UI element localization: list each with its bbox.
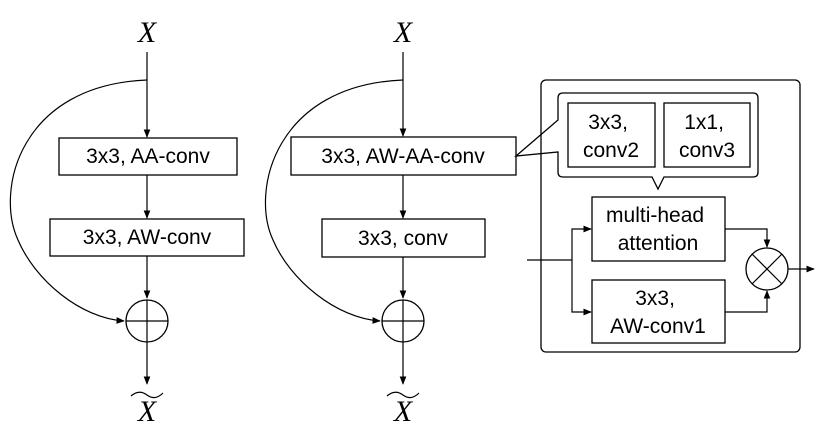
detail-conv2-line2: conv2: [583, 139, 639, 162]
detail-conv3-box: [663, 102, 751, 168]
middle-conv-box: [321, 218, 486, 258]
aw-aa-conv-detail-panel: 3x3, conv2 1x1, conv3 multi-head attenti…: [514, 79, 815, 353]
detail-attention-line1: multi-head: [606, 204, 704, 227]
detail-attention-box: [591, 196, 726, 262]
left-skip-connection: [9, 79, 148, 324]
detail-conv2-label: 3x3, conv2: [583, 111, 639, 162]
detail-branch-to-aw-conv1: [571, 260, 592, 316]
detail-callout-bubble: [514, 92, 759, 191]
left-aa-conv-box: [58, 137, 238, 176]
detail-conv3-line2: conv3: [679, 139, 735, 162]
middle-input-x: X: [393, 16, 414, 49]
detail-attention-label: multi-head attention: [606, 204, 710, 255]
left-output-x-tilde: X: [137, 395, 158, 428]
middle-aw-aa-conv-label: 3x3, AW-AA-conv: [321, 145, 485, 168]
middle-residual-block: X 3x3, AW-AA-conv 3x3, conv X: [264, 16, 517, 428]
middle-conv-label: 3x3, conv: [358, 227, 448, 250]
left-aa-conv-label: 3x3, AA-conv: [86, 145, 210, 168]
detail-conv2-line1: 3x3,: [588, 111, 628, 134]
detail-conv3-label: 1x1, conv3: [679, 111, 735, 162]
middle-add-icon: [381, 299, 425, 343]
left-input-x: X: [137, 16, 158, 49]
detail-aw-conv1-line1: 3x3,: [635, 287, 675, 310]
detail-conv3-line1: 1x1,: [684, 111, 724, 134]
detail-attention-line2: attention: [618, 232, 699, 255]
detail-aw-conv1-to-multiply: [725, 290, 771, 313]
detail-conv2-box: [567, 102, 656, 168]
detail-attention-to-multiply: [725, 228, 771, 248]
left-aw-conv-box: [49, 218, 245, 257]
detail-branch-to-attention: [571, 225, 592, 260]
middle-output-x-tilde: X: [393, 395, 414, 428]
detail-aw-conv1-label: 3x3, AW-conv1: [610, 287, 706, 338]
detail-aw-conv1-box: [591, 279, 726, 344]
detail-multiply-icon: [745, 247, 789, 291]
detail-outer-frame: [540, 79, 801, 353]
left-tilde: [130, 391, 164, 399]
left-residual-block: X 3x3, AA-conv 3x3, AW-conv X: [9, 16, 245, 428]
left-add-icon: [125, 299, 169, 343]
middle-skip-connection: [264, 79, 404, 324]
left-aw-conv-label: 3x3, AW-conv: [83, 226, 212, 249]
middle-tilde: [386, 391, 420, 399]
detail-aw-conv1-line2: AW-conv1: [610, 315, 706, 338]
